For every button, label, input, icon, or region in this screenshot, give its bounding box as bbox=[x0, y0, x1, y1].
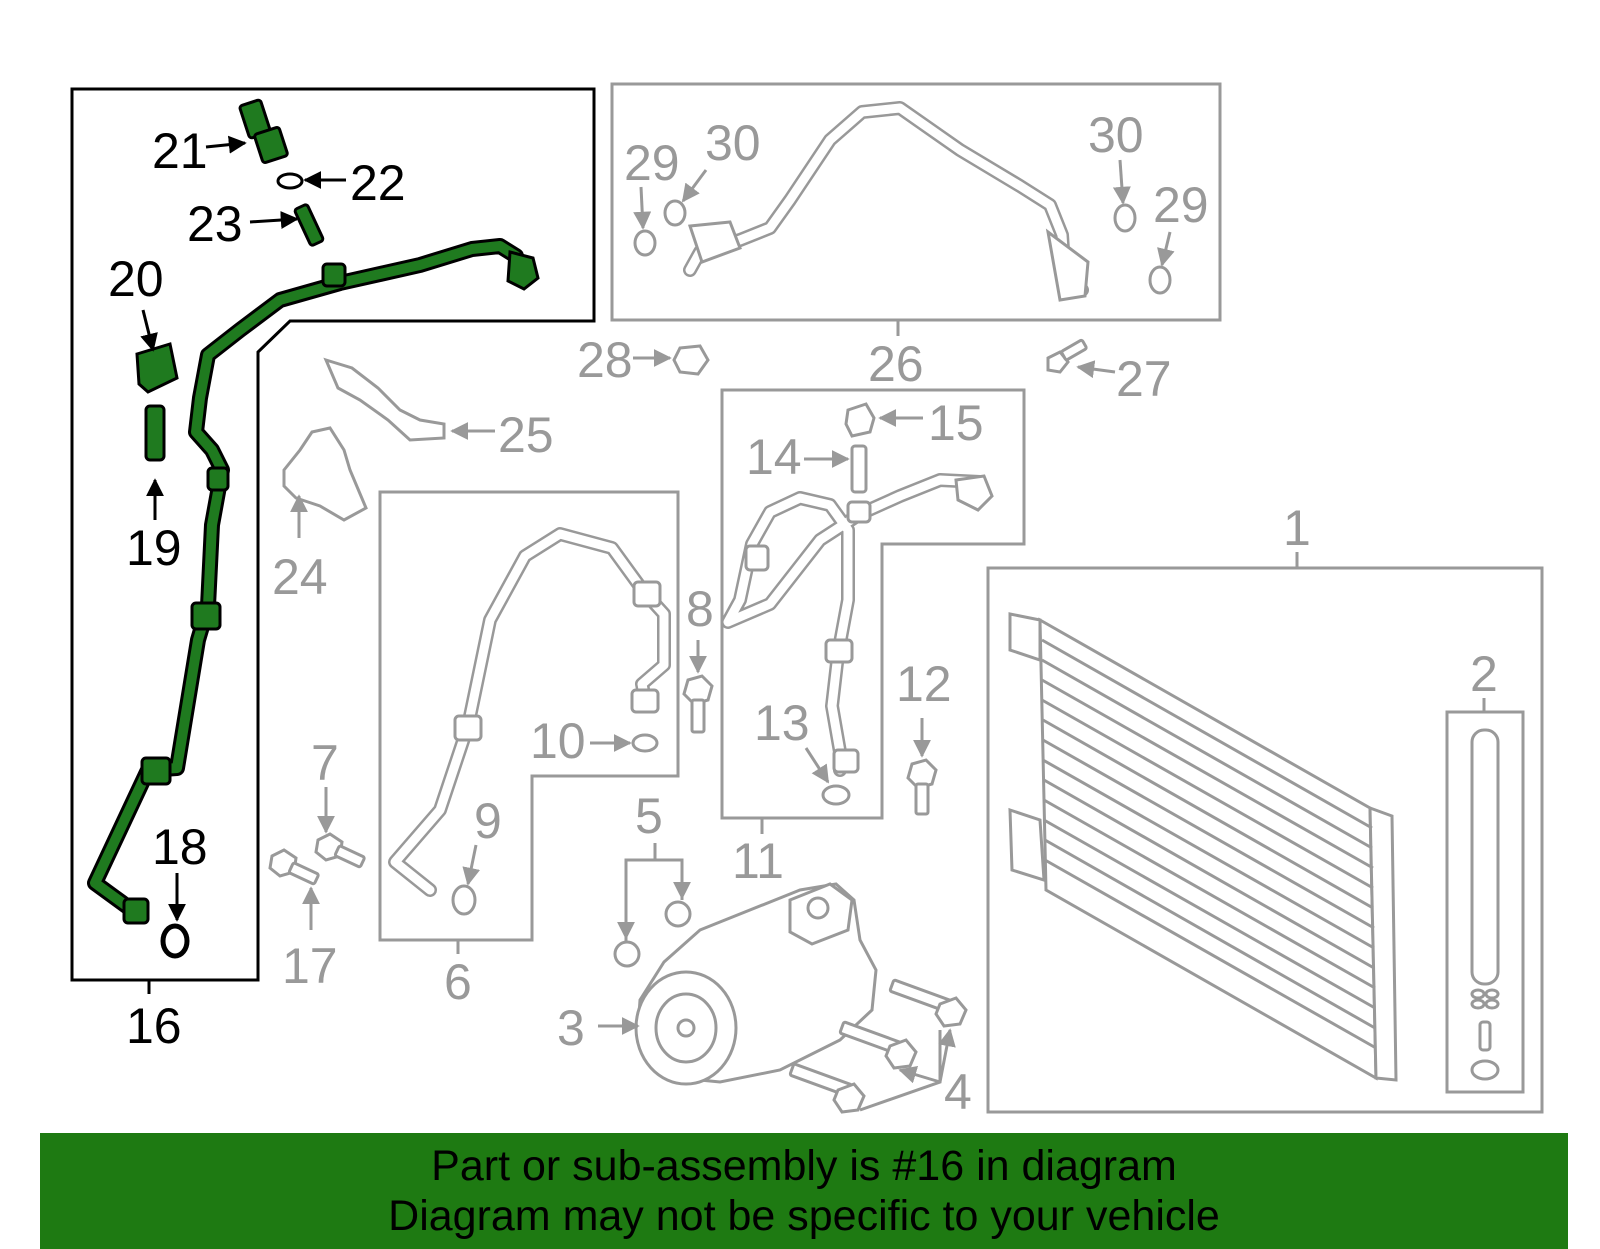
bolt-4-lower[interactable] bbox=[788, 1062, 866, 1114]
drier-2[interactable] bbox=[1470, 728, 1500, 1081]
leader-4-c bbox=[938, 1028, 956, 1083]
label-27: 27 bbox=[1116, 351, 1172, 407]
bolt-4-upper[interactable] bbox=[888, 978, 968, 1028]
valve-core-19[interactable] bbox=[144, 404, 166, 462]
bushing-5-upper[interactable] bbox=[664, 900, 692, 928]
banner-line-1: Part or sub-assembly is #16 in diagram bbox=[431, 1142, 1177, 1190]
o-ring-13[interactable] bbox=[821, 784, 851, 806]
label-7: 7 bbox=[311, 735, 339, 791]
group-1-frame bbox=[986, 566, 1544, 1114]
label-14: 14 bbox=[746, 429, 802, 485]
bushing-5-lower[interactable] bbox=[613, 940, 641, 968]
label-13: 13 bbox=[754, 695, 810, 751]
bracket-25[interactable] bbox=[323, 357, 446, 442]
bolt-27[interactable] bbox=[1046, 338, 1088, 374]
o-ring-29-right[interactable] bbox=[1148, 265, 1172, 295]
leader-9 bbox=[462, 844, 481, 886]
label-8: 8 bbox=[686, 581, 714, 637]
o-ring-30-right[interactable] bbox=[1113, 203, 1137, 233]
bolt-12[interactable] bbox=[906, 758, 938, 816]
group-16-frame bbox=[70, 87, 596, 982]
banner-line-2: Diagram may not be specific to your vehi… bbox=[388, 1192, 1220, 1240]
nut-28[interactable] bbox=[672, 344, 710, 376]
label-28: 28 bbox=[577, 332, 633, 388]
label-3: 3 bbox=[557, 1000, 585, 1056]
compressor-3[interactable] bbox=[634, 882, 878, 1086]
leader-29-right bbox=[1157, 231, 1175, 267]
label-29-right: 29 bbox=[1153, 177, 1209, 233]
valve-core-14[interactable] bbox=[850, 444, 868, 494]
pressure-sensor-21[interactable] bbox=[238, 98, 289, 165]
valve-core-23[interactable] bbox=[293, 203, 325, 247]
label-16: 16 bbox=[126, 998, 182, 1054]
label-12: 12 bbox=[896, 656, 952, 712]
leader-20 bbox=[140, 309, 158, 352]
label-4: 4 bbox=[944, 1064, 972, 1120]
label-17: 17 bbox=[282, 938, 338, 994]
label-22: 22 bbox=[350, 155, 406, 211]
hose-16[interactable] bbox=[87, 238, 540, 925]
leader-4-b bbox=[898, 1066, 941, 1084]
label-19: 19 bbox=[126, 520, 182, 576]
leader-27 bbox=[1076, 360, 1116, 379]
label-20: 20 bbox=[108, 251, 164, 307]
bolt-4-middle[interactable] bbox=[838, 1020, 918, 1070]
leader-21 bbox=[205, 135, 247, 154]
label-11: 11 bbox=[732, 833, 784, 889]
hose-11[interactable] bbox=[721, 473, 994, 777]
label-24: 24 bbox=[272, 549, 328, 605]
label-18: 18 bbox=[152, 819, 208, 875]
o-ring-30-left[interactable] bbox=[663, 199, 687, 227]
leader-13 bbox=[804, 747, 830, 784]
leader-30-right bbox=[1112, 159, 1131, 205]
info-banner: Part or sub-assembly is #16 in diagram D… bbox=[40, 1133, 1568, 1249]
group-26-frame bbox=[610, 82, 1222, 322]
o-ring-9[interactable] bbox=[451, 884, 477, 916]
hose-6[interactable] bbox=[388, 527, 671, 897]
label-15: 15 bbox=[928, 395, 984, 451]
label-2: 2 bbox=[1470, 646, 1498, 702]
label-5: 5 bbox=[635, 788, 663, 844]
cap-20[interactable] bbox=[135, 342, 179, 394]
label-21: 21 bbox=[152, 123, 208, 179]
label-6: 6 bbox=[444, 954, 472, 1010]
condenser-1[interactable] bbox=[1008, 612, 1398, 1082]
leader-30-left bbox=[681, 169, 708, 203]
label-30-left: 30 bbox=[705, 115, 761, 171]
bolt-8[interactable] bbox=[682, 674, 714, 734]
label-23: 23 bbox=[187, 196, 243, 252]
bolt-7[interactable] bbox=[314, 832, 366, 869]
label-9: 9 bbox=[474, 793, 502, 849]
group-11-frame bbox=[720, 388, 1026, 820]
group-6-frame bbox=[378, 490, 680, 942]
bolt-17[interactable] bbox=[268, 848, 320, 886]
leader-5 bbox=[624, 858, 684, 941]
leader-23 bbox=[249, 211, 299, 230]
cap-15[interactable] bbox=[844, 402, 876, 438]
label-10: 10 bbox=[530, 713, 586, 769]
bracket-24[interactable] bbox=[282, 426, 368, 522]
label-25: 25 bbox=[498, 407, 554, 463]
o-ring-22[interactable] bbox=[276, 172, 304, 190]
leader-29-left bbox=[633, 186, 652, 230]
o-ring-10[interactable] bbox=[631, 733, 659, 753]
hose-26[interactable] bbox=[683, 101, 1090, 302]
label-29-left: 29 bbox=[624, 135, 680, 191]
o-ring-18[interactable] bbox=[160, 923, 190, 959]
o-ring-29-left[interactable] bbox=[633, 229, 657, 257]
label-1: 1 bbox=[1283, 500, 1311, 556]
label-30-right: 30 bbox=[1088, 107, 1144, 163]
label-26: 26 bbox=[868, 336, 924, 392]
